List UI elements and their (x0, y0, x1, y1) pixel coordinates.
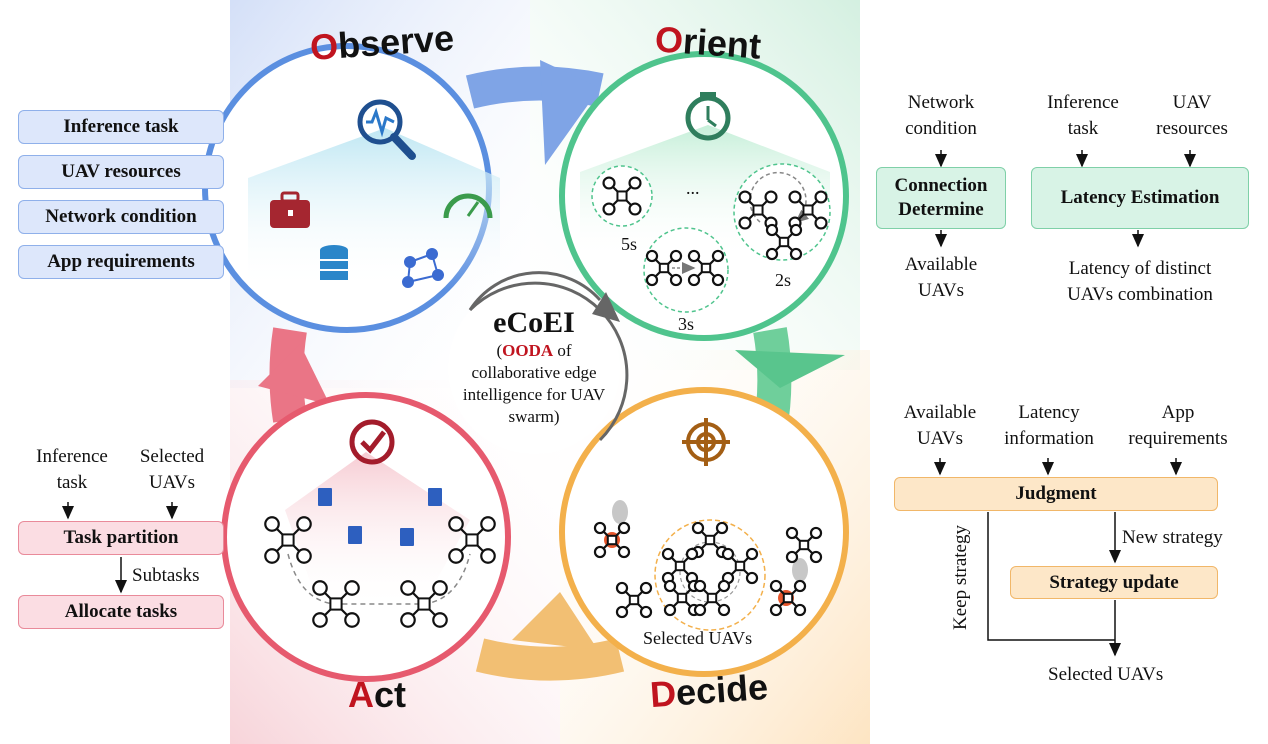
network-icon (402, 248, 444, 288)
drone-icon (400, 580, 448, 628)
act-inference-task: Inference task (36, 446, 108, 493)
briefcase-icon (270, 191, 310, 228)
decide-latency-information: Latency information (1004, 402, 1094, 449)
drone-icon (738, 190, 778, 230)
drone-icon (769, 579, 807, 617)
observe-item-app-requirements: App requirements (18, 245, 224, 279)
drone-icon (765, 223, 803, 261)
drone-icon (661, 547, 699, 585)
monitor-search-icon (357, 99, 416, 160)
target-icon (682, 418, 730, 466)
allocate-tasks-box: Allocate tasks (18, 595, 224, 629)
drone-icon (602, 176, 642, 216)
phase-initial: A (348, 674, 374, 715)
center-desc-text: of collaborative edge intelligence for U… (462, 341, 606, 426)
time-label-2s: 2s (775, 270, 792, 290)
drone-icon (645, 249, 683, 287)
observe-item-uav-resources: UAV resources (18, 155, 224, 189)
connection-determine-box: Connection Determine (876, 167, 1006, 229)
act-selected-uavs: Selected UAVs (139, 446, 205, 493)
orient-latency-result: Latency of distinct UAVs combination (1067, 258, 1213, 305)
decide-selected-uavs-output: Selected UAVs (1048, 664, 1164, 685)
keep-strategy-label: Keep strategy (950, 525, 971, 630)
act-chain (287, 553, 471, 605)
orient-group-2s (733, 163, 831, 261)
drone-icon (448, 516, 496, 564)
drone-icon (788, 190, 828, 230)
orient-network-condition: Network condition (905, 92, 977, 139)
phase-rest: ecide (674, 665, 770, 714)
center-title: eCoEI (493, 306, 575, 339)
new-strategy-label: New strategy (1122, 527, 1223, 548)
phase-rest: rient (681, 20, 763, 67)
orient-flow-arrows (935, 150, 1196, 248)
decide-available-uavs: Available UAVs (903, 402, 977, 449)
document-icons (318, 488, 442, 546)
center-description: (OODA of collaborative edge intelligence… (459, 340, 609, 428)
drone-icon (693, 579, 731, 617)
paren: ( (496, 341, 503, 360)
orient-inference-task: Inference task (1047, 92, 1119, 139)
observe-item-network-condition: Network condition (18, 200, 224, 234)
ring-arrow-observe-orient (540, 60, 600, 165)
gauge-icon (443, 193, 493, 219)
ooda-acronym: OODA (502, 341, 554, 360)
orient-uav-resources: UAV resources (1156, 92, 1228, 139)
drone-icon (264, 516, 312, 564)
ring-arrow-act-observe (258, 344, 330, 405)
phase-title-orient: Orient (654, 18, 763, 67)
orient-available-uavs: Available UAVs (904, 254, 978, 301)
database-icon (320, 245, 348, 280)
drone-icon (721, 547, 759, 585)
drone-icon (691, 521, 729, 559)
drone-icon (593, 521, 631, 559)
ring-arrow-orient-decide (735, 350, 845, 388)
phase-rest: bserve (336, 17, 456, 67)
decide-flow-arrows (934, 458, 1182, 657)
drone-icon (312, 580, 360, 628)
time-label-3s: 3s (678, 314, 695, 334)
latency-estimation-box: Latency Estimation (1031, 167, 1249, 229)
phase-title-decide: Decide (649, 666, 770, 716)
observe-item-inference-task: Inference task (18, 110, 224, 144)
phase-rest: ct (374, 674, 407, 715)
drone-icon (785, 526, 823, 564)
decide-app-requirements: App requirements (1128, 402, 1228, 449)
task-partition-box: Task partition (18, 521, 224, 555)
phase-title-act: Act (348, 674, 406, 716)
phase-initial: O (653, 18, 685, 62)
drone-icon (687, 249, 725, 287)
observe-beam (248, 128, 500, 290)
phase-initial: O (308, 25, 340, 68)
drone-icon (615, 581, 653, 619)
ellipsis: ... (686, 178, 700, 198)
subtasks-label: Subtasks (132, 565, 200, 586)
stopwatch-icon (685, 92, 731, 141)
time-label-5s: 5s (621, 234, 638, 254)
decide-selected-uavs-label: Selected UAVs (643, 628, 753, 648)
phase-initial: D (648, 672, 678, 716)
ring-arrow-decide-act (512, 592, 598, 650)
judgment-box: Judgment (894, 477, 1218, 511)
act-flow-arrows (62, 502, 178, 594)
checkmark-icon (349, 419, 395, 465)
center-disc (448, 282, 620, 454)
strategy-update-box: Strategy update (1010, 566, 1218, 599)
